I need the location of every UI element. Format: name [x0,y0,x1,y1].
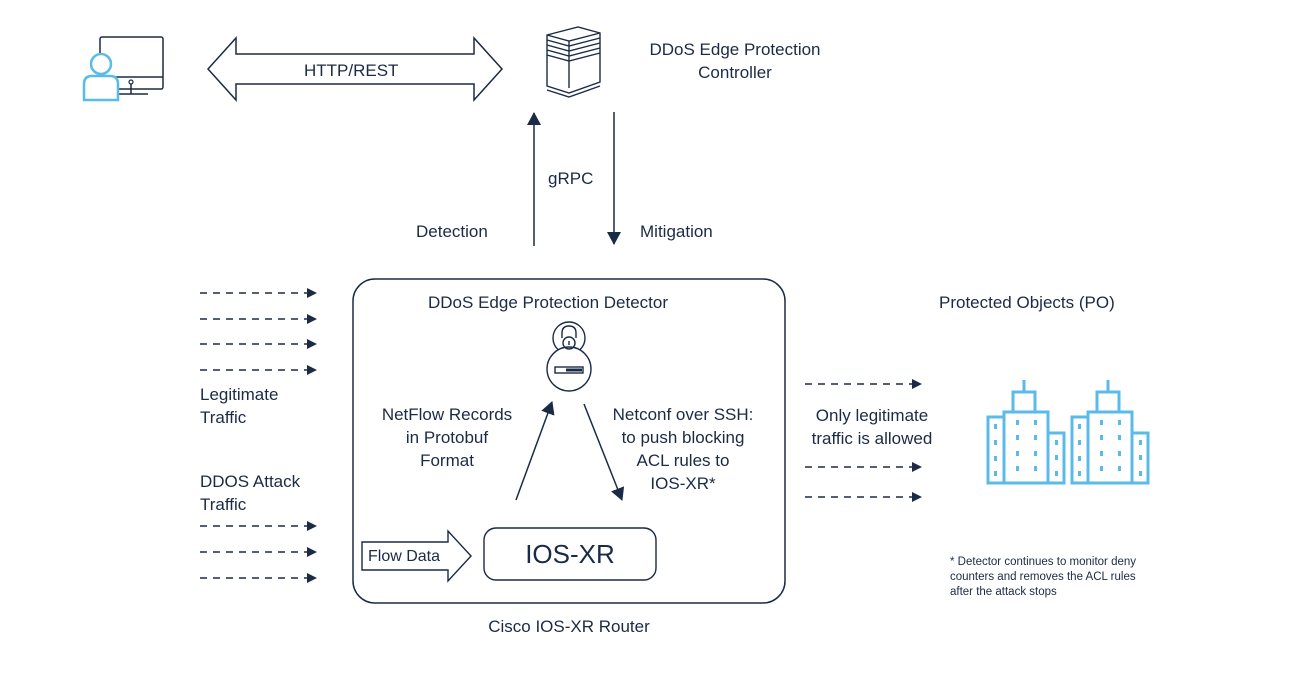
building-window [1078,440,1081,445]
netconf-arrow [583,403,625,501]
building-window [1118,451,1121,456]
grpc-label: gRPC [548,169,594,188]
attack-label-line: Traffic [200,495,247,514]
flow-data-label: Flow Data [368,548,441,565]
attack-traffic-label: DDOS Attack Traffic [200,470,300,516]
building-window [1016,466,1019,471]
http-rest-label: HTTP/REST [304,61,399,80]
legit-label-line: Legitimate [200,385,279,404]
building-window [1016,451,1019,456]
netflow-arrow [515,401,555,501]
building-window [994,456,997,461]
building-window [1100,435,1103,440]
building-window [1118,420,1121,425]
allowed-label-line: traffic is allowed [811,429,933,448]
user-workstation-icon [82,36,164,102]
building-window [1055,440,1058,445]
netflow-label-line: in Protobuf [405,428,489,447]
footnote-line: * Detector continues to monitor deny [950,556,1137,568]
building-window [1055,455,1058,460]
building-window [1139,471,1142,476]
controller-title-line: Controller [698,63,772,82]
netconf-label-line: Netconf over SSH: [612,405,754,424]
building-window [1078,424,1081,429]
netconf-label: Netconf over SSH: to push blocking ACL r… [598,403,768,495]
building-window [1034,466,1037,471]
footnote: * Detector continues to monitor deny cou… [950,555,1136,600]
building-window [1055,471,1058,476]
attack-traffic-arrows [200,521,317,583]
netflow-label: NetFlow Records in Protobuf Format [362,403,532,472]
allowed-traffic-arrows [805,379,922,502]
building-window [1034,435,1037,440]
allowed-traffic-label: Only legitimate traffic is allowed [792,404,952,450]
building-window [1078,471,1081,476]
legitimate-traffic-label: Legitimate Traffic [200,383,278,429]
building-window [994,471,997,476]
router-container [352,278,786,604]
legit-label-line: Traffic [200,408,247,427]
building-window [1034,451,1037,456]
building-window [1139,455,1142,460]
building-window [1118,466,1121,471]
iosxr-box [483,527,657,581]
detection-label: Detection [416,222,488,241]
building-window [994,424,997,429]
http-rest-double-arrow [206,36,504,102]
iosxr-label: IOS-XR [525,539,615,569]
building-window [1100,466,1103,471]
building-windows [994,420,1142,476]
building-window [1016,435,1019,440]
netflow-label-line: Format [420,451,474,470]
allowed-label-line: Only legitimate [815,406,929,425]
flow-data-arrow [361,529,472,583]
legitimate-traffic-arrows [200,288,317,375]
building-window [1139,440,1142,445]
footnote-line: after the attack stops [950,586,1057,598]
footnote-line: counters and removes the ACL rules [950,571,1136,583]
controller-title-line: DDoS Edge Protection [649,40,821,59]
server-icon [546,26,601,98]
netflow-label-line: NetFlow Records [381,405,513,424]
building-window [1100,451,1103,456]
netconf-label-line: to push blocking [621,428,745,447]
building-window [1016,420,1019,425]
router-caption: Cisco IOS-XR Router [488,617,650,636]
building-window [1118,435,1121,440]
security-appliance-icon [546,321,592,392]
building-window [1100,420,1103,425]
building-window [994,440,997,445]
attack-label-line: DDOS Attack [200,472,301,491]
controller-title: DDoS Edge Protection Controller [620,38,850,84]
netconf-label-line: ACL rules to [636,451,730,470]
netconf-label-line: IOS-XR* [650,474,716,493]
building-window [1078,456,1081,461]
protected-objects-title: Protected Objects (PO) [939,293,1115,312]
detector-title: DDoS Edge Protection Detector [428,293,669,312]
mitigation-label: Mitigation [640,222,713,241]
buildings-icon [986,380,1150,485]
building-window [1034,420,1037,425]
